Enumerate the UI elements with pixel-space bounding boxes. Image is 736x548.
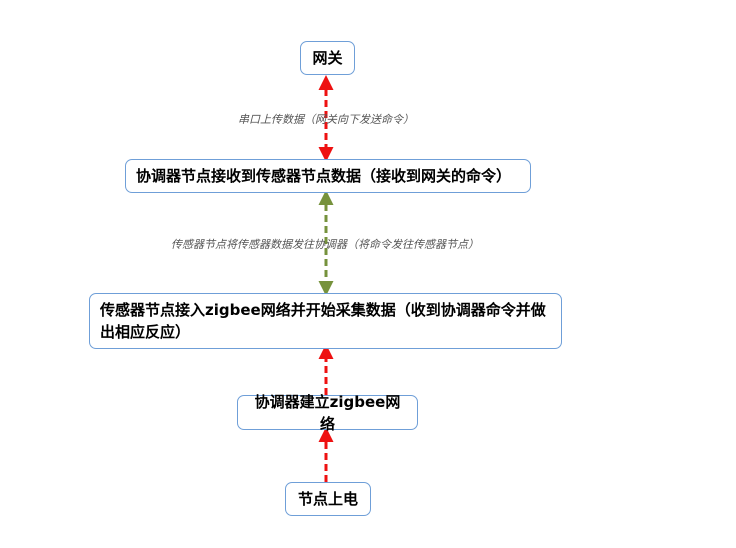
node-sensor-join: 传感器节点接入zigbee网络并开始采集数据（收到协调器命令并做出相应反应）: [89, 293, 562, 349]
edge-label-serial-upload: 串口上传数据（网关向下发送命令）: [238, 113, 414, 126]
node-coordinator-build: 协调器建立zigbee网络: [237, 393, 418, 433]
node-gateway: 网关: [300, 41, 355, 75]
edge-label-sensor-to-coordinator: 传感器节点将传感器数据发往协调器（将命令发往传感器节点）: [171, 238, 479, 251]
node-power-on: 节点上电: [285, 482, 371, 516]
node-coordinator-receive: 协调器节点接收到传感器节点数据（接收到网关的命令）: [125, 159, 531, 193]
